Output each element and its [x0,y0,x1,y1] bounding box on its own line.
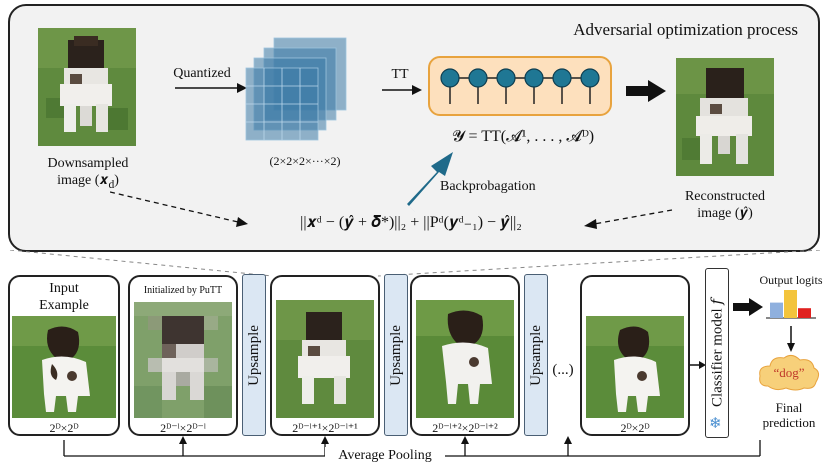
input-dog-image [12,316,116,418]
average-pooling-label: Average Pooling [325,447,445,464]
stage-dog-image-2 [416,300,514,418]
output-logits-chart [766,290,816,319]
panel-title: Adversarial optimization process [573,20,798,39]
caption-input: 2ᴰ×2ᴰ [49,421,79,435]
downsampled-label: Downsampled image (𝒙d) [47,156,129,191]
ellipsis: (...) [552,362,574,378]
logit-bar-0 [770,302,783,318]
caption-initialized: 2ᴰ⁻ˡ×2ᴰ⁻ˡ [160,421,206,435]
stage-dog-image-1 [276,300,374,418]
tensor-train-nodes [440,68,600,104]
arrow-right-icon [175,83,247,93]
arrow-right-icon [690,361,706,369]
caption-stage-2: 2ᴰ⁻ˡ⁺²×2ᴰ⁻ˡ⁺² [432,421,498,435]
reconstructed-image [676,58,774,176]
prediction-cloud-icon [759,354,820,391]
reconstructed-label: Reconstructed image (𝒚̂) [684,189,766,221]
upsample-block-3: Upsample [524,274,548,436]
quantized-label: Quantized [173,66,231,81]
initialized-dog-image [134,302,232,418]
logit-bar-1 [784,290,797,318]
arrow-right-icon [626,80,666,102]
big-arrow-icon [733,298,763,316]
prediction-word: “dog” [773,365,805,380]
tt-label: TT [391,67,409,82]
tensor-shape-label: (2×2×2×···×2) [269,154,341,168]
classifier-model: Classifier model 𝑓 [705,268,729,438]
arrow-down-icon [787,326,795,352]
final-stage-dog-image [586,316,684,418]
loss-equation: ||𝒙ᵈ − (𝒚̂ + 𝜹*)||₂ + ||Pᵈ(𝒚ᵈ₋₁) − 𝒚̂||₂ [300,214,522,231]
zoom-lines [9,250,821,277]
output-logits-label: Output logits [759,273,823,287]
tensor-cube-icon [245,37,347,141]
tensor-train-box [428,56,612,116]
tt-equation: 𝓨 = TT(𝓐¹, . . . , 𝓐ᴰ) [451,128,595,145]
logit-bar-2 [798,308,811,318]
upsample-block-1: Upsample [242,274,266,436]
caption-final-stage: 2ᴰ×2ᴰ [620,421,650,435]
initialized-label: Initialized by PuTT [143,285,223,296]
caption-stage-1: 2ᴰ⁻ˡ⁺¹×2ᴰ⁻ˡ⁺¹ [292,421,358,435]
dashed-arrow-right [584,209,673,229]
upsample-block-2: Upsample [384,274,408,436]
snowflake-icon: ❄ [709,416,722,432]
backprop-arrow-icon [407,152,453,212]
backprop-label: Backprobagation [440,179,536,194]
arrow-right-icon [382,85,422,95]
downsampled-image [38,28,136,146]
dashed-arrow-left [110,191,248,227]
